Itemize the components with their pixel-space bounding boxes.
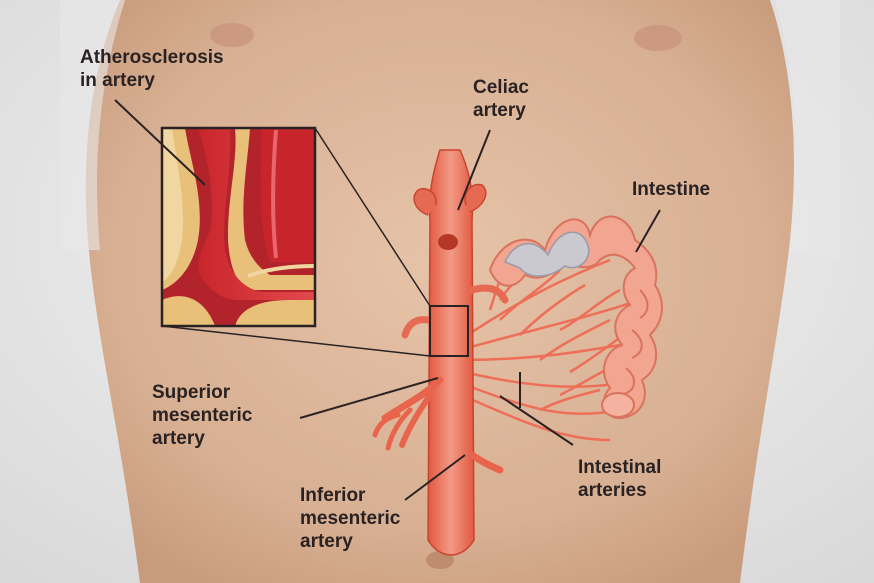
label-superior-mesenteric: Superior mesenteric artery bbox=[152, 381, 252, 450]
label-inferior-line2: mesenteric bbox=[300, 507, 400, 530]
atherosclerosis-inset bbox=[162, 128, 315, 326]
label-celiac-line1: Celiac bbox=[473, 76, 529, 99]
label-intestine: Intestine bbox=[632, 178, 710, 201]
intestine-end bbox=[602, 393, 634, 417]
artery-wall-right bbox=[260, 128, 315, 262]
celiac-ostium bbox=[438, 234, 458, 250]
label-atherosclerosis-line1: Atherosclerosis bbox=[80, 46, 224, 69]
label-atherosclerosis-line2: in artery bbox=[80, 69, 224, 92]
label-inferior-mesenteric: Inferior mesenteric artery bbox=[300, 484, 400, 553]
label-celiac: Celiac artery bbox=[473, 76, 529, 122]
label-intestinal-line1: Intestinal bbox=[578, 456, 661, 479]
label-superior-line2: mesenteric bbox=[152, 404, 252, 427]
label-intestine-line1: Intestine bbox=[632, 178, 710, 201]
label-inferior-line3: artery bbox=[300, 530, 400, 553]
label-inferior-line1: Inferior bbox=[300, 484, 400, 507]
label-celiac-line2: artery bbox=[473, 99, 529, 122]
label-superior-line1: Superior bbox=[152, 381, 252, 404]
label-intestinal-line2: arteries bbox=[578, 479, 661, 502]
label-intestinal-arteries: Intestinal arteries bbox=[578, 456, 661, 502]
label-atherosclerosis: Atherosclerosis in artery bbox=[80, 46, 224, 92]
label-superior-line3: artery bbox=[152, 427, 252, 450]
left-nipple bbox=[210, 23, 254, 47]
right-nipple bbox=[634, 25, 682, 51]
